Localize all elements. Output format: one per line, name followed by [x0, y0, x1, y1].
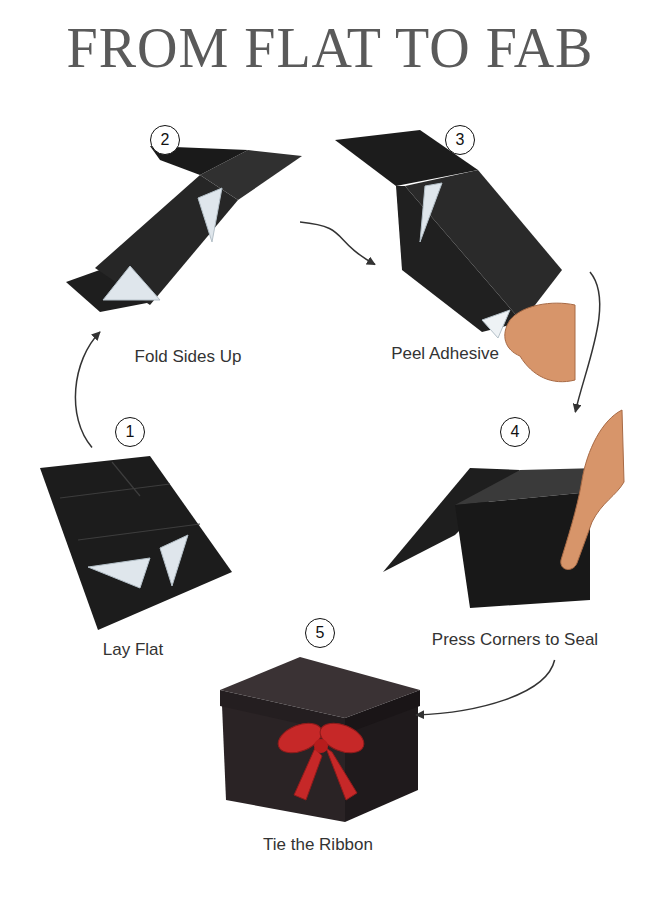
number-circle: 4 — [500, 417, 530, 447]
step-arrow — [300, 222, 375, 265]
step-group: 3Peel Adhesive — [375, 122, 590, 372]
number-circle: 1 — [115, 417, 145, 447]
peeling-board — [335, 130, 575, 382]
caption-text: Tie the Ribbon — [263, 835, 373, 854]
step-caption: Peel Adhesive — [389, 344, 501, 364]
flat-board — [40, 456, 232, 630]
step-arrow — [416, 660, 555, 715]
step-group: 5Tie the Ribbon — [215, 612, 416, 860]
folded-board — [66, 146, 302, 312]
caption-text: Peel Adhesive — [391, 344, 499, 363]
step-caption: Tie the Ribbon — [261, 835, 375, 855]
caption-text: Lay Flat — [103, 640, 163, 659]
step-group: 1Lay Flat — [92, 412, 235, 665]
step-caption: Press Corners to Seal — [430, 630, 600, 650]
step-number: 4 — [511, 424, 520, 440]
number-circle: 5 — [305, 618, 335, 648]
caption-text: Press Corners to Seal — [432, 630, 598, 649]
step-group: 4Press Corners to Seal — [418, 412, 625, 660]
finished-box — [220, 657, 420, 822]
step-number: 3 — [456, 132, 465, 148]
diagram-title: FROM FLAT TO FAB — [0, 18, 660, 80]
step-arrow — [575, 272, 599, 412]
step-number: 5 — [316, 625, 325, 641]
step-caption: Lay Flat — [101, 640, 165, 660]
open-box — [383, 410, 624, 608]
step-arrow — [75, 332, 100, 447]
number-circle: 2 — [150, 125, 180, 155]
caption-text: Fold Sides Up — [135, 347, 242, 366]
step-number: 1 — [126, 424, 135, 440]
step-group: 2Fold Sides Up — [100, 122, 300, 372]
step-caption: Fold Sides Up — [133, 347, 244, 367]
step-number: 2 — [161, 132, 170, 148]
number-circle: 3 — [445, 125, 475, 155]
